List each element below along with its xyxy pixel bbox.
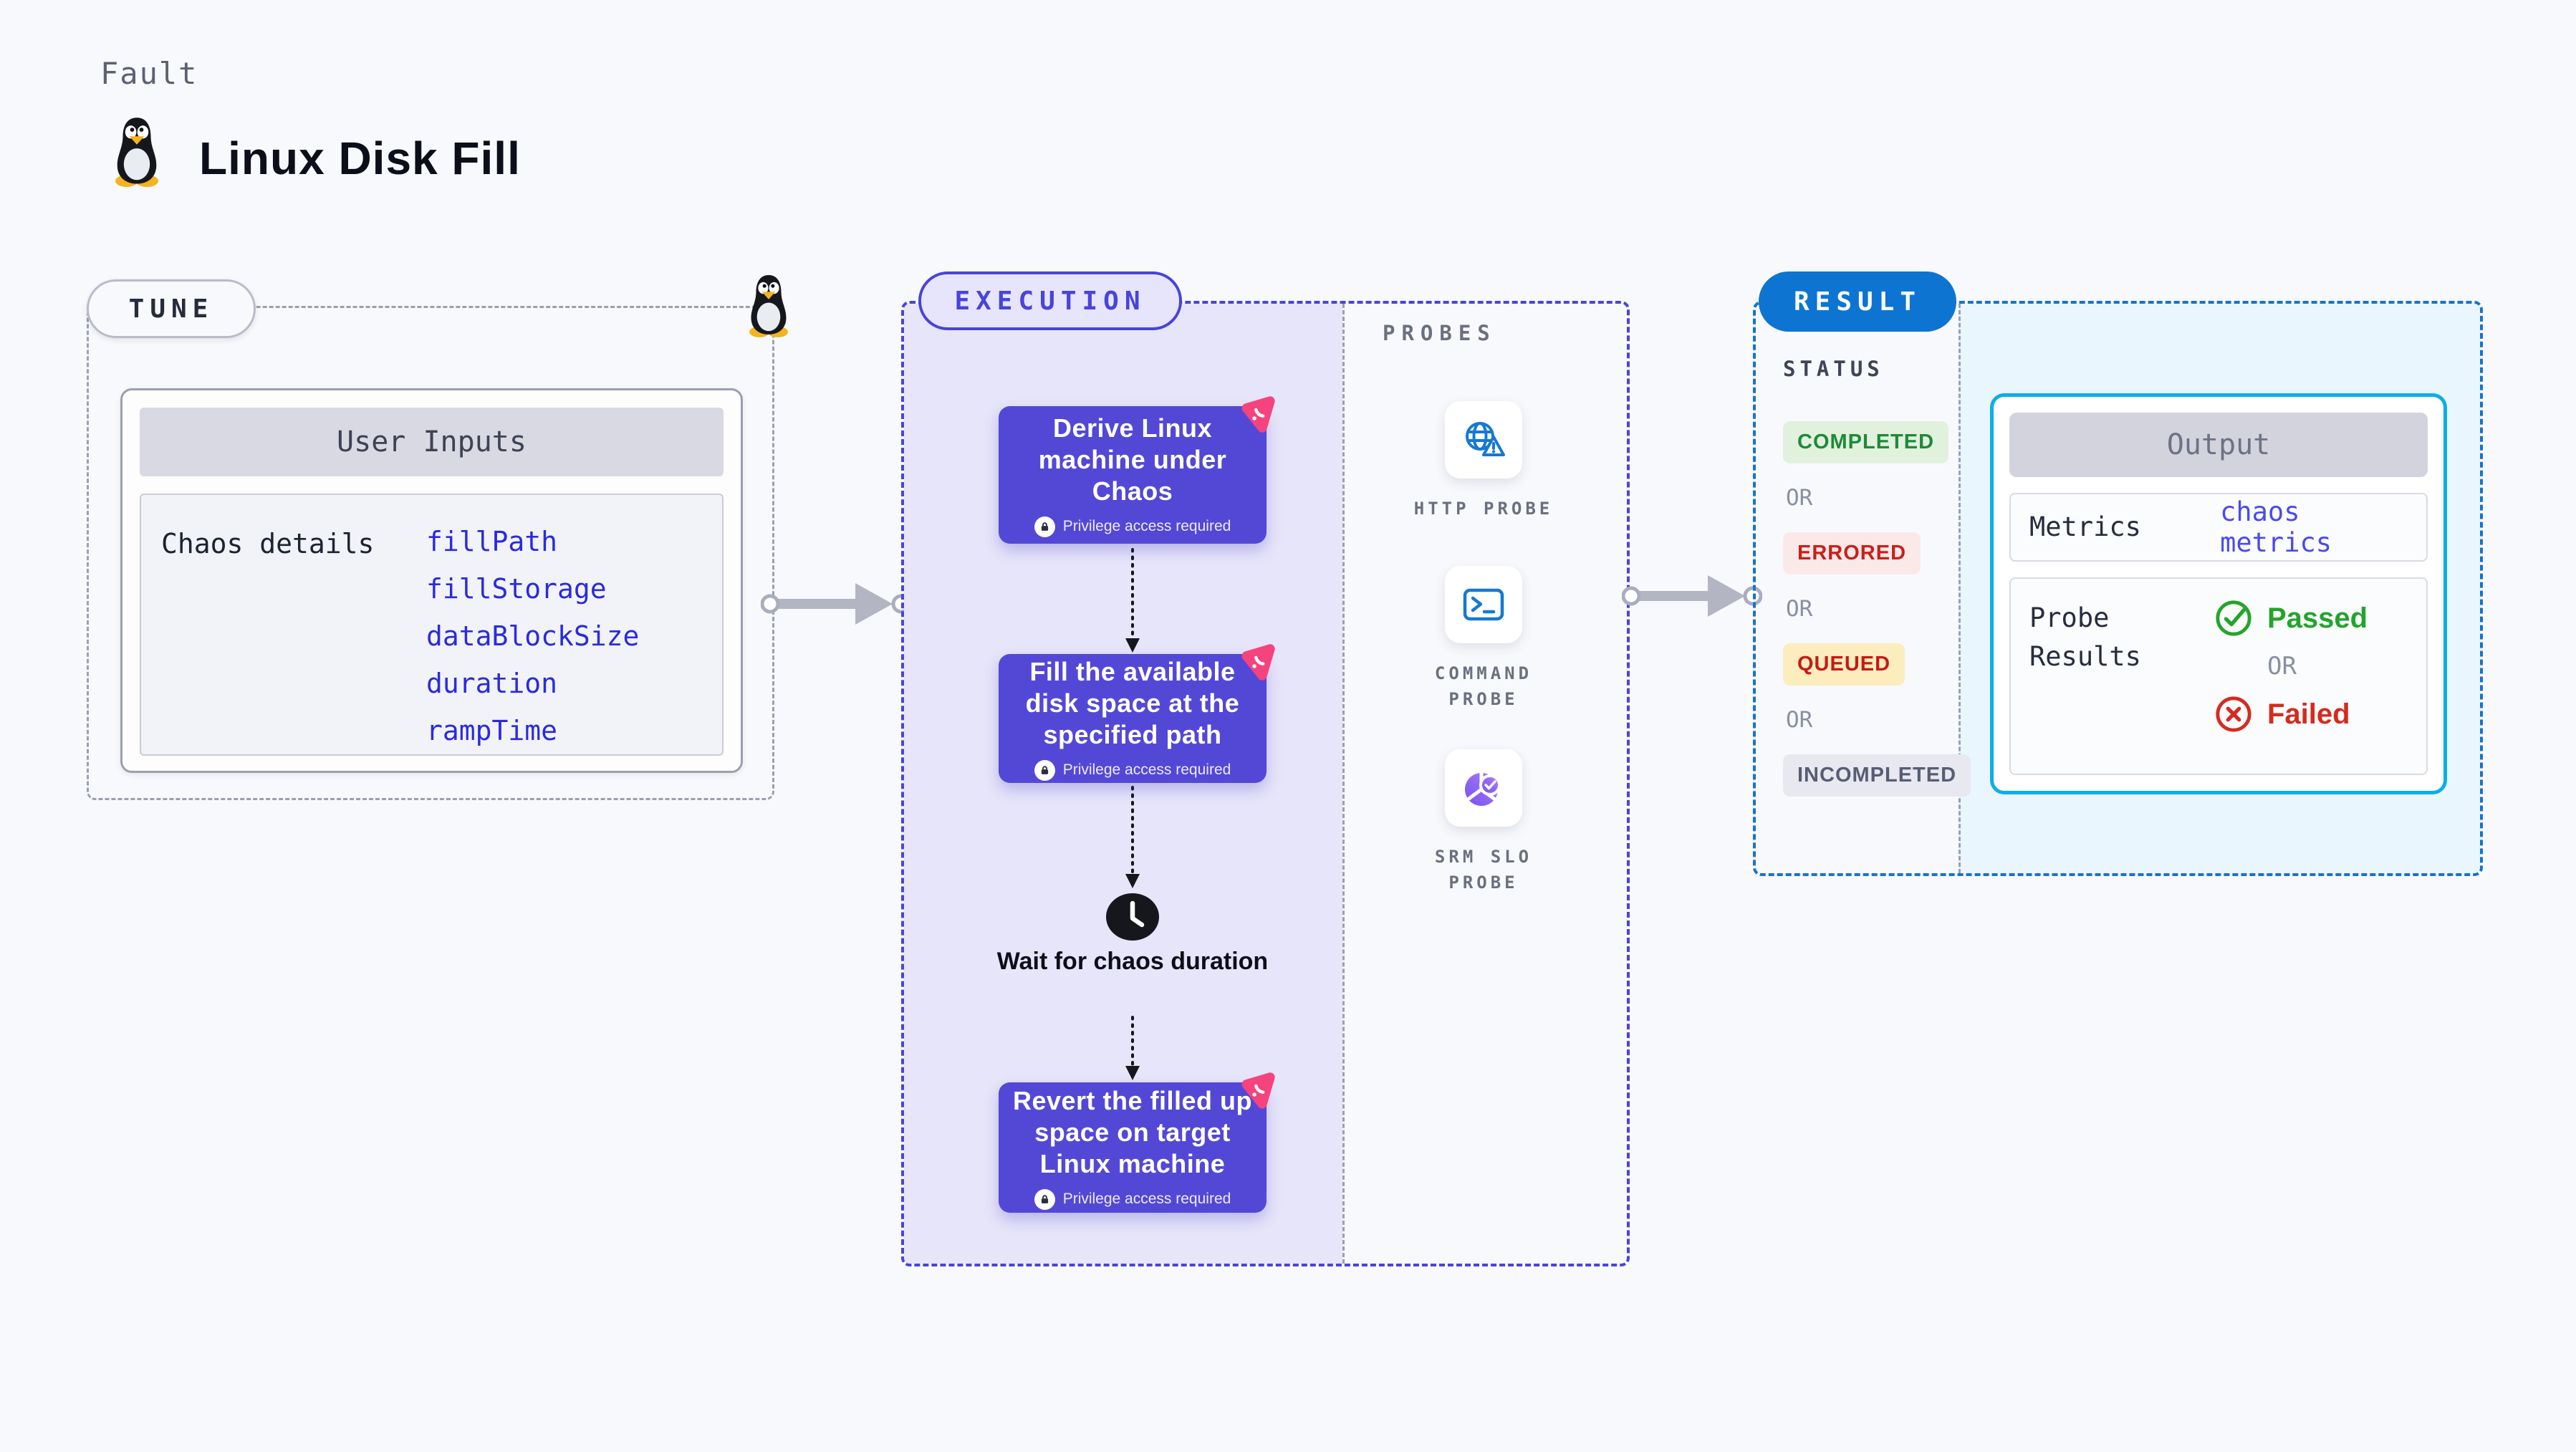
lock-icon [1034,1188,1055,1210]
probe-label: HTTP PROBE [1413,499,1554,519]
output-card: Output Metrics chaos metrics Probe Resul… [1990,393,2447,794]
probe-result-failed: Failed [2214,695,2350,734]
chaos-experiment-icon [1241,396,1275,433]
tune-section-box [87,306,774,800]
user-inputs-title: User Inputs [140,408,724,476]
step-title: Revert the filled up space on target Lin… [1012,1086,1253,1178]
passed-label: Passed [2267,602,2368,634]
probes-section-label: PROBES [1383,321,1496,345]
failed-label: Failed [2267,698,2350,730]
probes-divider [1342,304,1345,1264]
result-section-label: RESULT [1759,271,1956,332]
wait-step-label: Wait for chaos duration [996,948,1269,975]
privilege-badge: Privilege access required [1062,1191,1231,1208]
user-inputs-card: User Inputs Chaos details fillPath fillS… [120,388,743,773]
flow-connector-arrow [1125,786,1140,888]
input-item: fillStorage [426,573,607,605]
step-card-fill-disk: Fill the available disk space at the spe… [999,644,1275,783]
status-title: STATUS [1783,357,1884,381]
terminal-icon [1445,566,1522,643]
step-card-revert-space: Revert the filled up space on target Lin… [999,1072,1275,1213]
tune-section-label: TUNE [87,279,256,338]
check-circle-icon [2216,600,2251,636]
flow-connector-arrow [1125,1016,1140,1080]
tux-penguin-icon [115,117,158,188]
metrics-row: Metrics chaos metrics [2009,493,2428,562]
result-divider [1959,304,1961,873]
metrics-value: chaos metrics [2220,496,2332,558]
or-label: OR [1786,596,1813,622]
status-badge-incompleted: INCOMPLETED [1783,754,1971,797]
chaos-details-label: Chaos details [161,528,375,559]
probe-result-passed: Passed [2214,599,2368,638]
input-item: dataBlockSize [426,620,640,652]
clock-icon [1106,893,1159,941]
tux-penguin-icon [749,275,788,337]
status-badge-completed: COMPLETED [1783,421,1949,463]
probe-http: HTTP PROBE [1343,401,1624,521]
or-label: OR [2267,652,2297,681]
flow-connector-arrow [1125,548,1140,653]
input-item: duration [426,668,558,699]
page-title: Linux Disk Fill [199,133,521,184]
input-list: fillPath fillStorage dataBlockSize durat… [426,526,640,744]
step-title: Derive Linux machine under Chaos [1038,413,1227,506]
slo-donut-check-icon [1445,749,1522,827]
tune-to-execution-arrow [761,583,910,625]
lock-icon [1034,516,1055,537]
metrics-label: Metrics [2029,511,2141,543]
probe-label: SRM SLO PROBE [1434,847,1533,893]
probe-srm-slo: SRM SLO PROBE [1343,749,1624,895]
status-badge-errored: ERRORED [1783,532,1921,574]
privilege-badge: Privilege access required [1062,761,1231,779]
chaos-experiment-icon [1241,1072,1275,1109]
input-item: rampTime [426,715,558,746]
or-label: OR [1786,707,1813,733]
status-badge-queued: QUEUED [1783,643,1905,686]
chaos-details-panel: Chaos details fillPath fillStorage dataB… [140,494,724,756]
chaos-experiment-icon [1241,644,1275,681]
execution-section-label: EXECUTION [918,271,1182,330]
probe-results-label: Probe Results [2029,602,2141,672]
lock-icon [1034,759,1055,781]
output-title: Output [2009,413,2428,477]
or-label: OR [1786,485,1813,511]
probe-label: COMMAND PROBE [1434,663,1533,709]
status-column: STATUS COMPLETED OR ERRORED OR QUEUED OR… [1783,357,1971,797]
input-item: fillPath [426,526,558,557]
globe-warning-icon [1445,401,1522,479]
x-circle-icon [2216,696,2251,732]
execution-to-result-arrow [1622,575,1762,617]
probe-command: COMMAND PROBE [1343,566,1624,712]
step-title: Fill the available disk space at the spe… [1025,657,1240,749]
step-card-derive-machine: Derive Linux machine under Chaos Privile… [999,396,1275,544]
fault-kicker: Fault [100,56,198,91]
probe-results-row: Probe Results Passed OR Failed [2009,577,2428,775]
privilege-badge: Privilege access required [1062,518,1231,535]
